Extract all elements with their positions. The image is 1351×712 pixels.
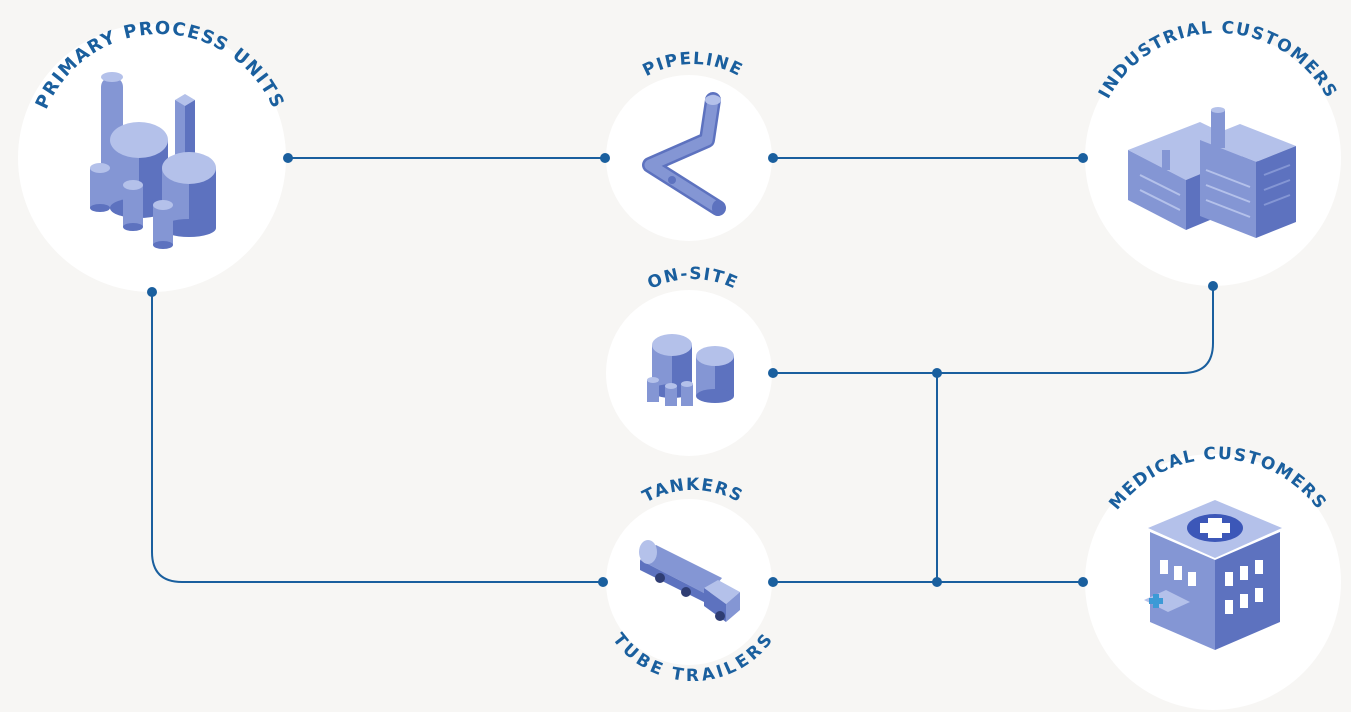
pipeline-icon <box>642 92 726 216</box>
dot <box>768 368 778 378</box>
storage-tanks-icon <box>90 72 216 249</box>
node-pipeline-circle <box>606 75 772 241</box>
connector-onsite-industrial <box>773 286 1214 374</box>
dot <box>598 577 608 587</box>
dot <box>768 577 778 587</box>
dot <box>932 368 942 378</box>
dot <box>768 153 778 163</box>
connector-primary-tankers <box>151 292 603 583</box>
connection-dots <box>147 153 1218 587</box>
dot <box>1208 281 1218 291</box>
onsite-tanks-icon <box>647 334 734 406</box>
tanker-truck-icon <box>639 540 740 622</box>
factory-icon <box>1128 107 1296 238</box>
dot <box>1078 577 1088 587</box>
hospital-icon <box>1144 500 1282 650</box>
dot <box>1078 153 1088 163</box>
dot <box>147 287 157 297</box>
label-onsite: ON-SITE <box>645 264 742 294</box>
dot <box>283 153 293 163</box>
dot <box>932 577 942 587</box>
dot <box>600 153 610 163</box>
connection-lines <box>151 157 1214 583</box>
